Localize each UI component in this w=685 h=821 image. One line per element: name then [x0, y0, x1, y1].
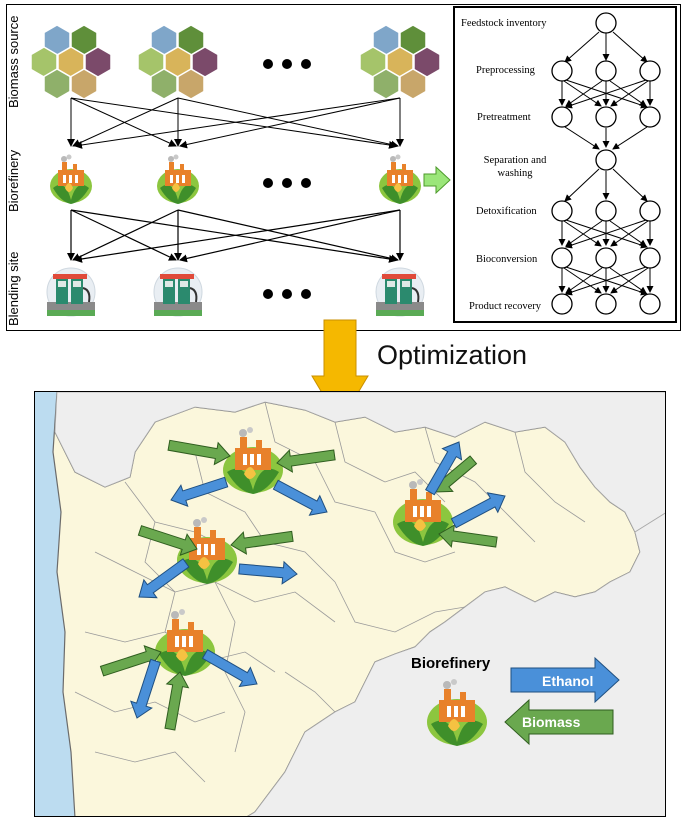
biomass-source-2 — [137, 24, 219, 100]
biomass-source-1 — [30, 24, 112, 100]
step-label-pretreatment: Pretreatment — [477, 112, 531, 123]
step-label-preprocessing: Preprocessing — [476, 65, 535, 76]
optimization-title: Optimization — [377, 340, 528, 370]
legend-biorefinery-label: Biorefinery — [411, 655, 491, 672]
step-label-detoxification: Detoxification — [476, 206, 537, 217]
step-label-bioconversion: Bioconversion — [476, 254, 538, 265]
biomass-to-refinery-edges — [67, 97, 404, 149]
ethanol-flow-arrows — [130, 441, 506, 719]
legend-ethanol-arrow: Ethanol — [510, 656, 620, 704]
process-network — [551, 12, 661, 315]
map-panel: Biorefinery Ethanol Biomass — [34, 391, 666, 817]
ellipsis-dots-icon — [263, 59, 311, 69]
green-right-arrow-icon — [423, 165, 451, 195]
refinery-to-blending-edges — [67, 209, 404, 263]
fuel-pump-icon — [153, 267, 203, 317]
biorefinery-factory-icon — [157, 154, 199, 204]
biorefinery-factory-icon — [379, 154, 421, 204]
fuel-pump-icon — [46, 267, 96, 317]
process-superstructure-panel — [453, 6, 677, 323]
legend-biomass-arrow: Biomass — [504, 698, 614, 746]
step-label-product-recovery: Product recovery — [469, 301, 542, 312]
supply-chain-network — [30, 24, 451, 317]
fuel-pump-icon — [375, 267, 425, 317]
biomass-source-n — [359, 24, 441, 100]
step-label-separation: Separation and washing — [483, 155, 547, 179]
ellipsis-dots-icon — [263, 289, 311, 299]
biorefinery-factory-icon — [50, 154, 92, 204]
state-map: Biorefinery Ethanol Biomass — [35, 392, 665, 816]
step-label-feedstock: Feedstock inventory — [461, 18, 547, 29]
process-edges — [558, 31, 654, 296]
legend-biomass-label: Biomass — [522, 714, 581, 730]
ellipsis-dots-icon — [263, 178, 311, 188]
legend-ethanol-label: Ethanol — [542, 673, 593, 689]
process-nodes — [551, 12, 661, 315]
